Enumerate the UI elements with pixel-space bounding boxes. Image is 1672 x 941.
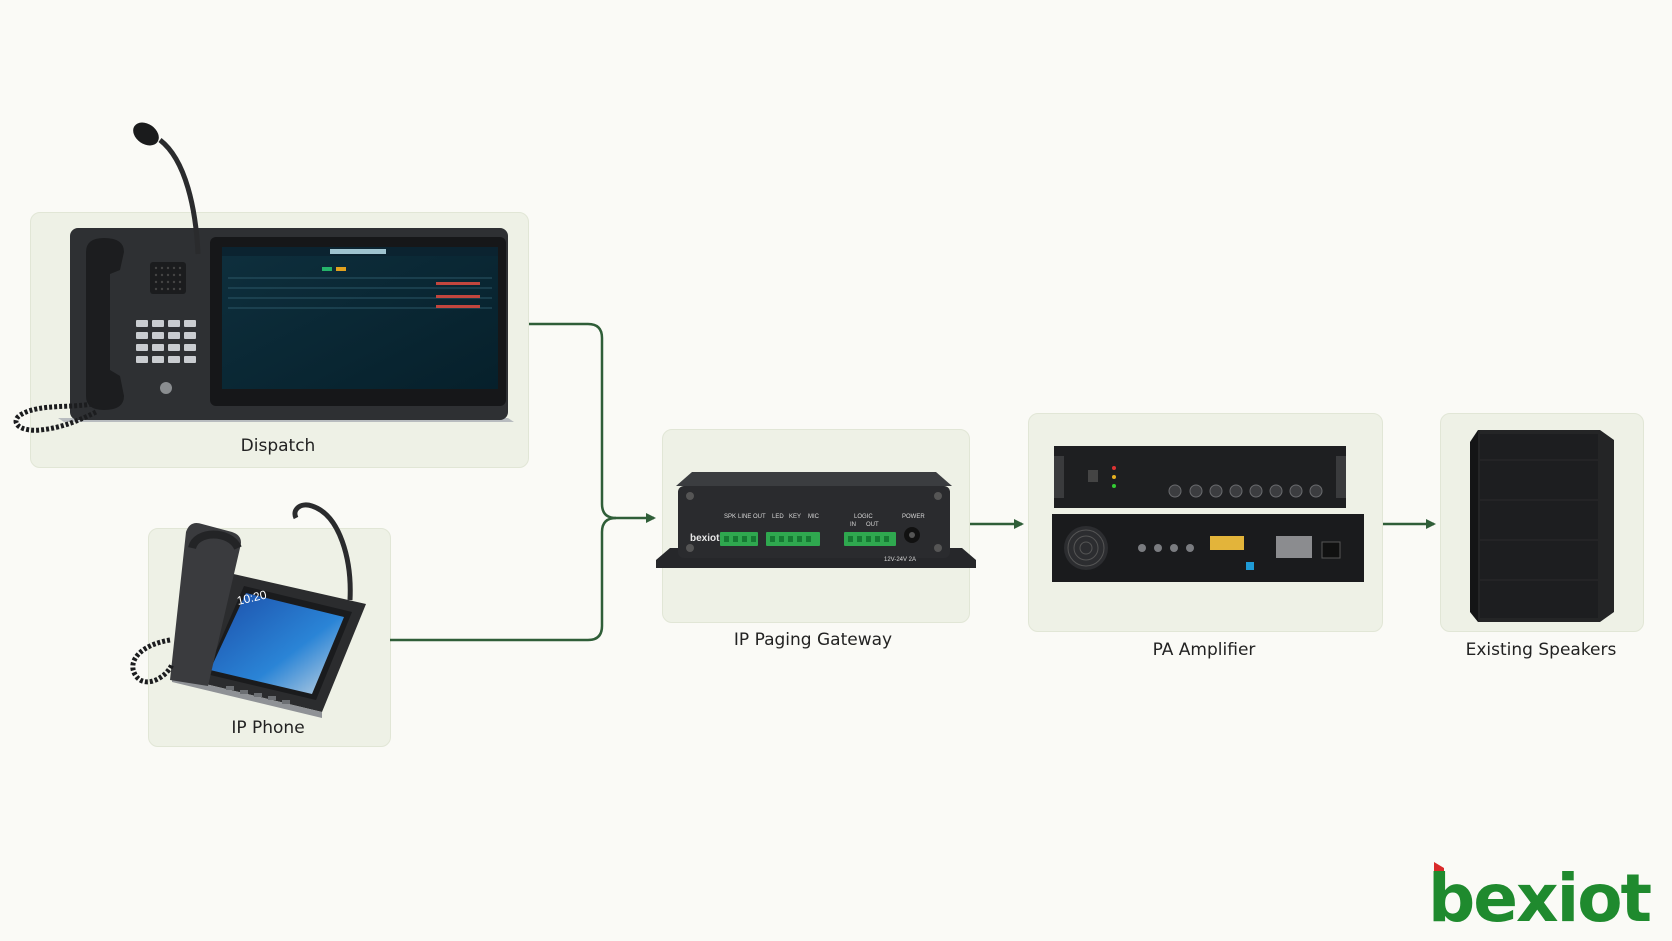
gateway-port-in: IN [850,522,856,528]
gateway-port-labels: SPK LINE OUT LED KEY MIC LOGIC IN OUT PO… [724,514,925,563]
gateway-brand: bexiot [690,533,720,544]
gateway-port-key: KEY [789,514,801,520]
gateway-port-logic: LOGIC [854,514,873,520]
gateway-port-power: POWER [902,514,925,520]
gateway-power-rating: 12V-24V 2A [884,557,916,563]
speaker-image [1470,430,1614,622]
gateway-port-out: OUT [866,522,879,528]
gateway-port-mic: MIC [808,514,820,520]
amplifier-label: PA Amplifier [1152,640,1256,660]
dispatch-console-image [13,122,514,433]
gateway-port-led: LED [772,514,784,520]
dispatch-label: Dispatch [240,436,316,456]
ip-phone-label: IP Phone [231,718,305,738]
gateway-port-line-out: LINE OUT [738,514,766,520]
gateway-label: IP Paging Gateway [733,630,893,650]
connector-ip-phone-to-gateway [390,516,617,642]
amplifier-image [1052,446,1364,582]
bexiot-logo: bexiot [1428,860,1652,937]
gateway-image [656,472,976,568]
gateway-port-spk: SPK [724,514,736,520]
logo-mark [1434,862,1444,878]
speakers-label: Existing Speakers [1465,640,1617,660]
connector-dispatch-to-gateway [529,322,656,523]
ip-phone-screen-time: 10:20 [236,587,269,607]
ip-phone-image [130,502,366,718]
